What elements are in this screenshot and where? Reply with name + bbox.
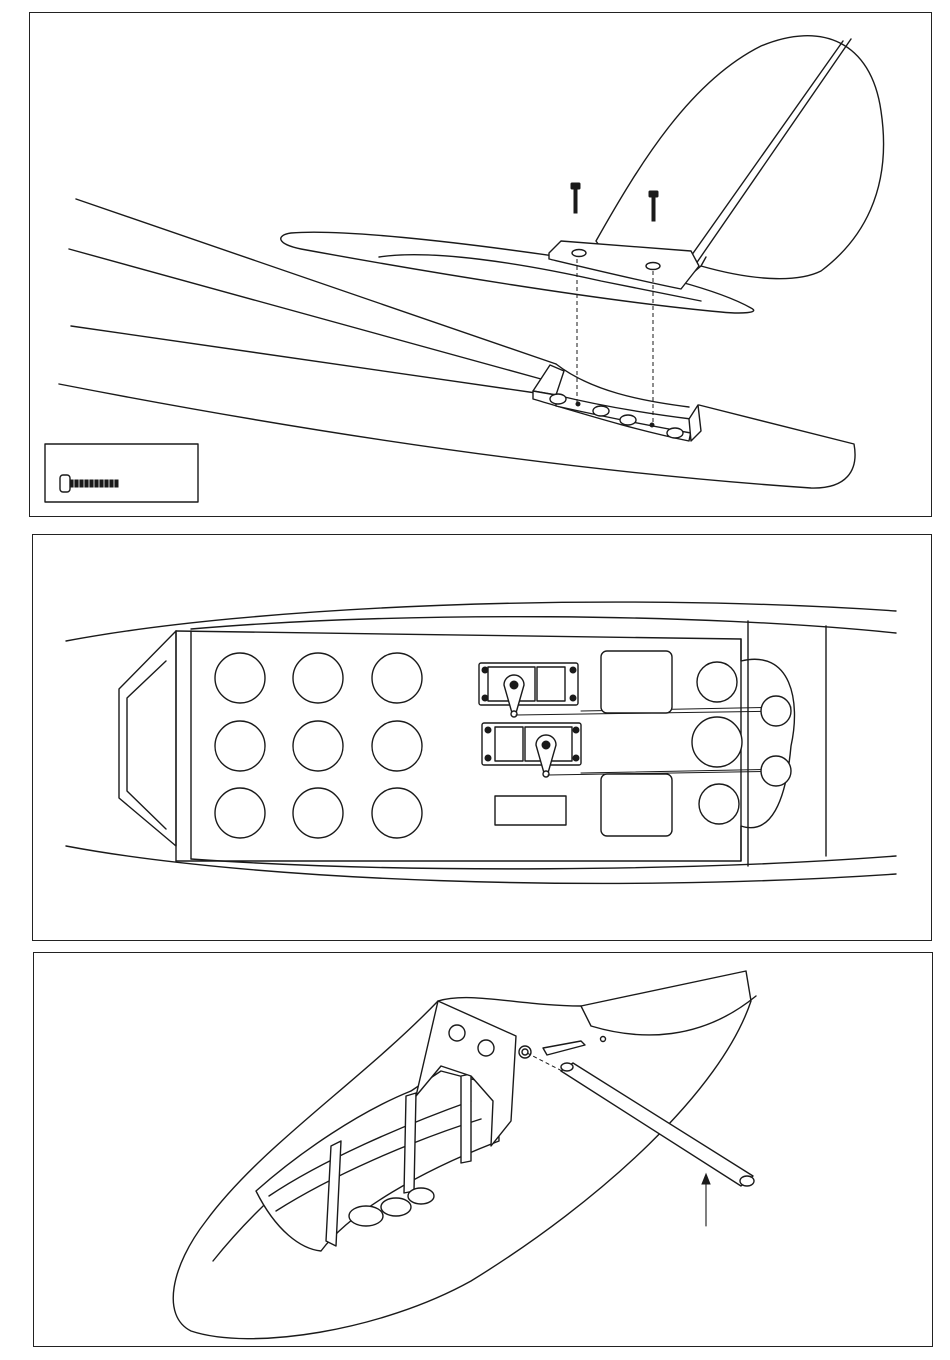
nose-rod-drawing: [34, 953, 934, 1348]
rod-pointer-arrow: [702, 1174, 710, 1226]
servo-bay-panel: [32, 534, 932, 941]
nose-rod-panel: [33, 952, 933, 1347]
servo-bay-drawing: [33, 535, 933, 942]
servo-top: [479, 663, 578, 717]
vertical-fin: [596, 36, 884, 283]
tail-assembly-panel: [29, 12, 932, 517]
screw-callout: [45, 444, 198, 502]
tail-assembly-drawing: [30, 13, 933, 518]
rear-bulkhead: [692, 621, 826, 866]
servo-bottom: [482, 723, 581, 777]
fin-saddle: [533, 365, 701, 441]
lightening-holes: [215, 653, 422, 838]
